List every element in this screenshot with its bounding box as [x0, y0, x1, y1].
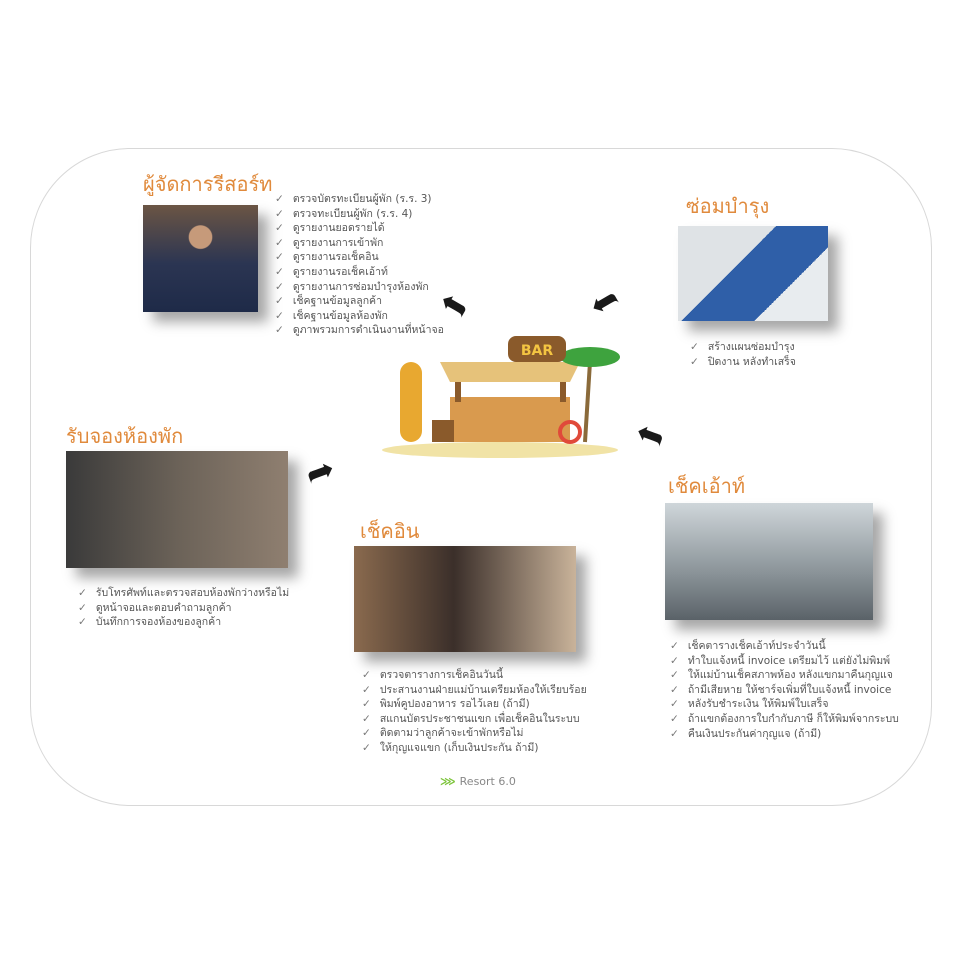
checkin-photo: [354, 546, 576, 652]
list-item: ถ้าแขกต้องการใบกำกับภาษี ก็ให้พิมพ์จากระ…: [670, 712, 899, 727]
footer: ⋙ Resort 6.0: [440, 775, 516, 788]
logo-icon: ⋙: [440, 775, 456, 788]
list-item: ให้กุญแจแขก (เก็บเงินประกัน ถ้ามี): [362, 741, 587, 756]
list-item: คืนเงินประกันค่ากุญแจ (ถ้ามี): [670, 727, 899, 742]
list-item: ปิดงาน หลังทำเสร็จ: [690, 355, 796, 370]
list-item: สร้างแผนซ่อมบำรุง: [690, 340, 796, 355]
checkout-title: เช็คเอ้าท์: [668, 474, 746, 498]
list-item: ตรวจทะเบียนผู้พัก (ร.ร. 4): [275, 207, 444, 222]
list-item: บันทึกการจองห้องของลูกค้า: [78, 615, 289, 630]
footer-text: Resort 6.0: [459, 775, 516, 788]
manager-title: ผู้จัดการรีสอร์ท: [143, 172, 273, 196]
list-item: พิมพ์คูปองอาหาร รอไว้เลย (ถ้ามี): [362, 697, 587, 712]
manager-list: ตรวจบัตรทะเบียนผู้พัก (ร.ร. 3)ตรวจทะเบีย…: [275, 192, 444, 338]
list-item: ดูรายงานรอเช็คอิน: [275, 250, 444, 265]
beach-bar-illustration: BAR: [382, 336, 620, 458]
list-item: เช็คฐานข้อมูลห้องพัก: [275, 309, 444, 324]
list-item: ตรวจตารางการเช็คอินวันนี้: [362, 668, 587, 683]
list-item: ดูรายงานการเข้าพัก: [275, 236, 444, 251]
list-item: ทำใบแจ้งหนี้ invoice เตรียมไว้ แต่ยังไม่…: [670, 654, 899, 669]
list-item: ให้แม่บ้านเช็คสภาพห้อง หลังแขกมาคืนกุญแจ: [670, 668, 899, 683]
checkout-photo: [665, 503, 873, 620]
list-item: ดูภาพรวมการดำเนินงานที่หน้าจอ: [275, 323, 444, 338]
list-item: สแกนบัตรประชาชนแขก เพื่อเช็คอินในระบบ: [362, 712, 587, 727]
list-item: ดูรายงานรอเช็คเอ้าท์: [275, 265, 444, 280]
list-item: เช็คตารางเช็คเอ้าท์ประจำวันนี้: [670, 639, 899, 654]
list-item: ถ้ามีเสียหาย ให้ชาร์จเพิ่มที่ใบแจ้งหนี้ …: [670, 683, 899, 698]
maintenance-list: สร้างแผนซ่อมบำรุงปิดงาน หลังทำเสร็จ: [690, 340, 796, 369]
reservation-list: รับโทรศัพท์และตรวจสอบห้องพักว่างหรือไม่ด…: [78, 586, 289, 630]
list-item: ประสานงานฝ่ายแม่บ้านเตรียมห้องให้เรียบร้…: [362, 683, 587, 698]
checkin-title: เช็คอิน: [360, 519, 420, 543]
maintenance-photo: [678, 226, 828, 321]
checkin-list: ตรวจตารางการเช็คอินวันนี้ประสานงานฝ่ายแม…: [362, 668, 587, 756]
reservation-title: รับจองห้องพัก: [66, 424, 184, 448]
list-item: เช็คฐานข้อมูลลูกค้า: [275, 294, 444, 309]
maintenance-title: ซ่อมบำรุง: [686, 194, 770, 218]
list-item: รับโทรศัพท์และตรวจสอบห้องพักว่างหรือไม่: [78, 586, 289, 601]
list-item: ดูรายงานการซ่อมบำรุงห้องพัก: [275, 280, 444, 295]
list-item: หลังรับชำระเงิน ให้พิมพ์ใบเสร็จ: [670, 697, 899, 712]
list-item: ตรวจบัตรทะเบียนผู้พัก (ร.ร. 3): [275, 192, 444, 207]
reservation-photo: [66, 451, 288, 568]
list-item: ดูรายงานยอดรายได้: [275, 221, 444, 236]
list-item: ติดตามว่าลูกค้าจะเข้าพักหรือไม่: [362, 726, 587, 741]
diagram-frame: [30, 148, 932, 806]
manager-photo: [143, 205, 258, 312]
checkout-list: เช็คตารางเช็คเอ้าท์ประจำวันนี้ทำใบแจ้งหน…: [670, 639, 899, 741]
list-item: ดูหน้าจอและตอบคำถามลูกค้า: [78, 601, 289, 616]
bar-sign: BAR: [521, 343, 554, 359]
